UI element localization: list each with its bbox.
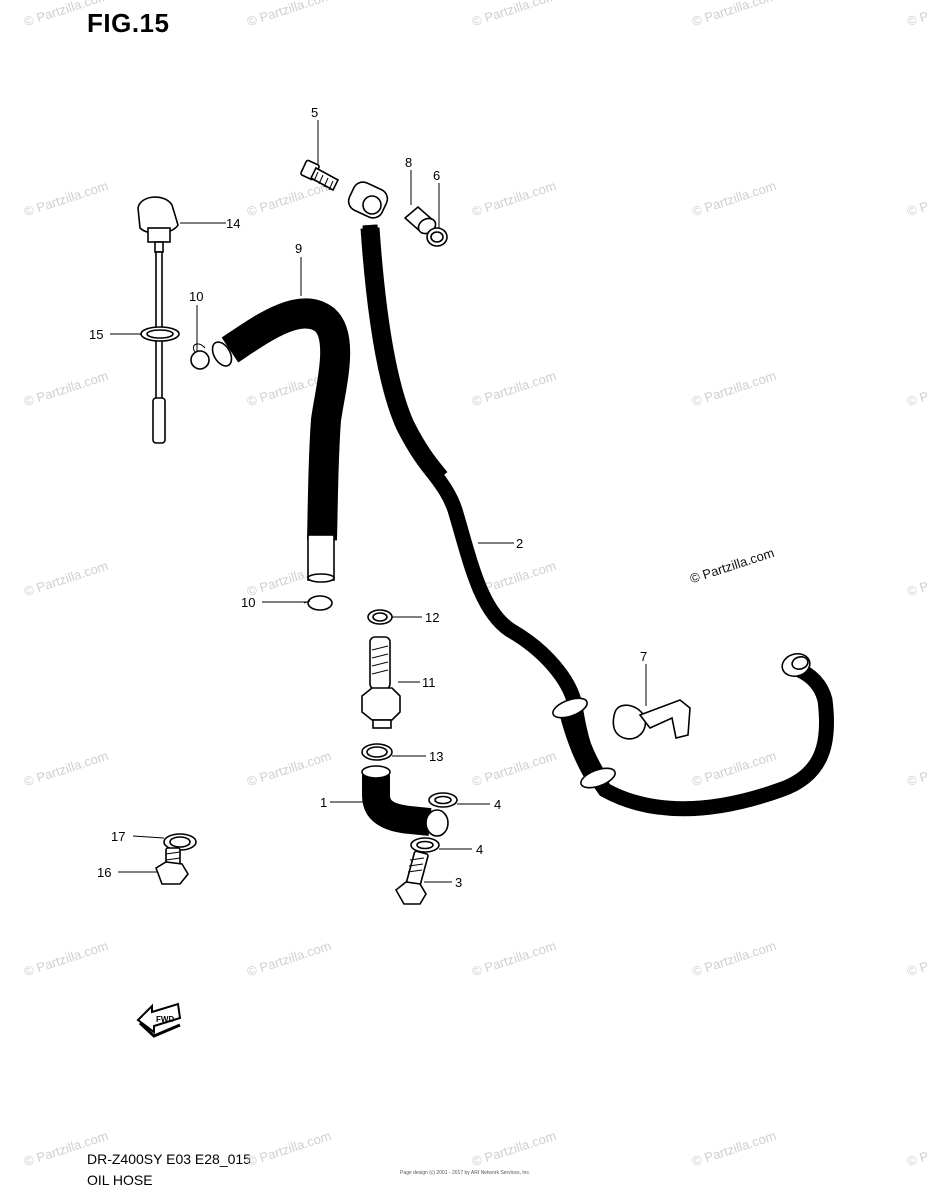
part-5-bolt	[300, 159, 340, 192]
leader-lines	[110, 120, 647, 883]
callout-10-lower: 10	[241, 595, 255, 610]
callout-15: 15	[89, 327, 103, 342]
part-2-oil-hose	[347, 181, 835, 817]
callout-14: 14	[226, 216, 240, 231]
figure-title: FIG.15	[87, 8, 170, 38]
part-10-clip-lower	[303, 595, 333, 611]
callout-2: 2	[516, 536, 523, 551]
part-14-oil-cap-dipstick	[137, 196, 179, 444]
callout-8: 8	[405, 155, 412, 170]
part-6-washer	[426, 227, 448, 247]
callout-3: 3	[455, 875, 462, 890]
callout-17: 17	[111, 829, 125, 844]
callout-11: 11	[422, 675, 436, 690]
callout-6: 6	[433, 168, 440, 183]
section-name: OIL HOSE	[87, 1172, 153, 1188]
callout-13: 13	[429, 749, 443, 764]
part-16-drain-bolt	[155, 847, 189, 885]
part-13-clamp	[361, 743, 393, 761]
fwd-label: FWD	[156, 1015, 174, 1024]
part-4-gasket-upper	[428, 792, 458, 808]
callout-10-upper: 10	[189, 289, 203, 304]
fwd-arrow-icon: FWD	[136, 1002, 182, 1038]
part-4-gasket-lower	[410, 837, 440, 853]
callout-9: 9	[295, 241, 302, 256]
part-1-elbow	[361, 765, 449, 837]
part-9-breather-hose	[211, 298, 351, 583]
model-code: DR-Z400SY E03 E28_015	[87, 1151, 251, 1167]
callout-5: 5	[311, 105, 318, 120]
part-10-clip-upper	[190, 343, 210, 370]
part-7-bracket	[612, 699, 691, 740]
callout-16: 16	[97, 865, 111, 880]
copyright-note: Page design (c) 2001 - 2017 by ARI Netwo…	[400, 1170, 531, 1176]
part-11-union	[361, 636, 401, 729]
callout-7: 7	[640, 649, 647, 664]
callout-4-lower: 4	[476, 842, 483, 857]
callout-12: 12	[425, 610, 439, 625]
part-15-o-ring	[140, 326, 180, 342]
callout-1: 1	[320, 795, 327, 810]
part-3-union-bolt	[394, 850, 429, 905]
callout-4-upper: 4	[494, 797, 501, 812]
part-12-gasket	[367, 609, 393, 625]
